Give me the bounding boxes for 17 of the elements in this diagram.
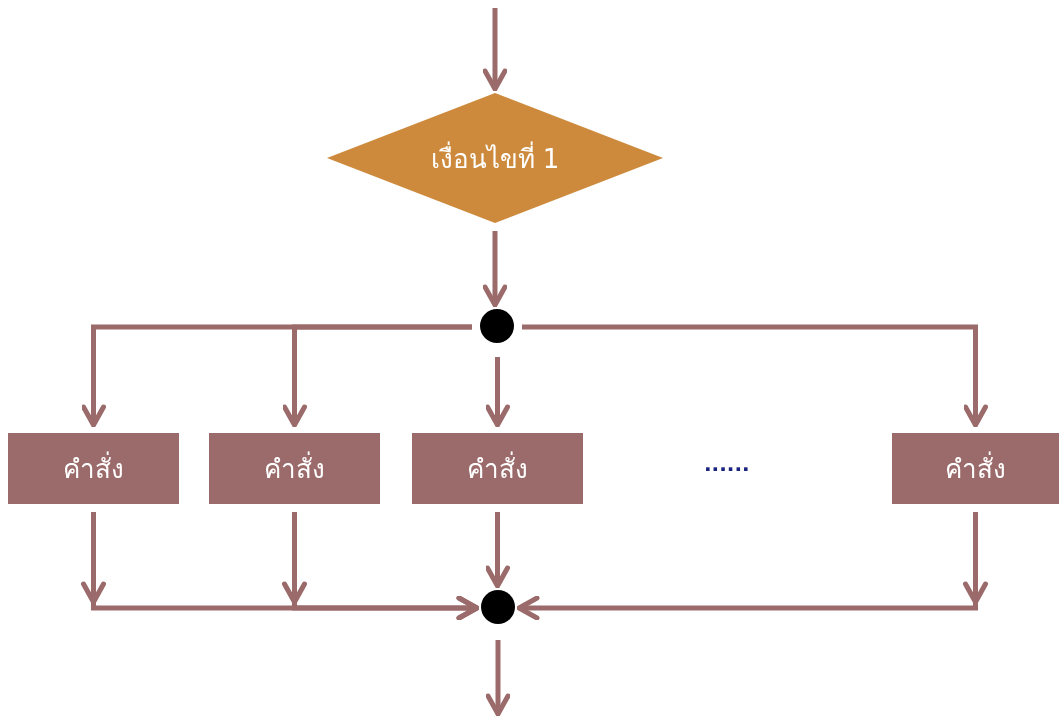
arrow	[282, 512, 480, 621]
process-box: คำสั่ง	[209, 433, 380, 504]
process-box: คำสั่ง	[412, 433, 583, 504]
arrow	[282, 324, 472, 428]
ellipsis-text: ......	[704, 452, 750, 476]
decision-diamond: เงื่อนไขที่ 1	[327, 93, 663, 223]
junction-dot	[481, 590, 515, 624]
junction-dot	[480, 309, 514, 343]
arrow	[485, 357, 510, 428]
arrow	[482, 231, 508, 308]
process-box: คำสั่ง	[892, 433, 1059, 504]
arrow	[485, 640, 511, 717]
process-box: คำสั่ง	[8, 433, 179, 504]
arrow	[522, 324, 988, 428]
arrow	[485, 512, 510, 589]
arrow	[482, 8, 508, 92]
arrow	[516, 512, 988, 621]
